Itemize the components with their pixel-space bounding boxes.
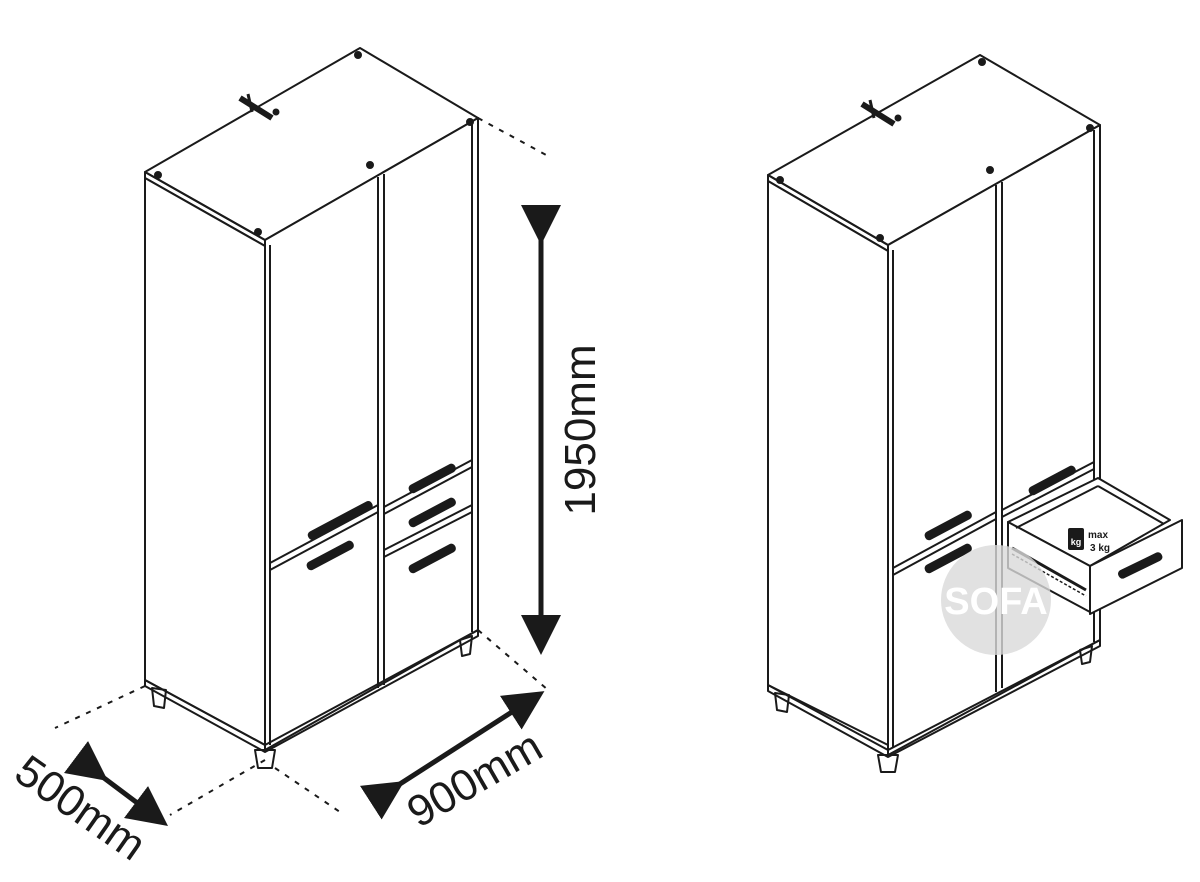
depth-label: 500mm <box>6 746 154 870</box>
handle-icon <box>307 500 373 540</box>
dimension-guides <box>54 117 549 816</box>
leg-right <box>1079 645 1093 665</box>
handles-closed <box>306 463 456 574</box>
handle-icon <box>408 543 456 574</box>
width-label: 900mm <box>399 722 551 838</box>
max-load-label: max <box>1088 530 1108 541</box>
handle-icon <box>1118 552 1163 579</box>
handle-icon <box>408 497 456 528</box>
leg-left <box>151 687 167 709</box>
leg-front <box>877 754 899 773</box>
height-label: 1950mm <box>556 344 605 515</box>
leg-right <box>459 635 473 657</box>
width-arrow <box>359 691 545 820</box>
anti-tip-bracket-icon <box>238 93 280 121</box>
max-load-value: 3 kg <box>1090 543 1110 554</box>
leg-front <box>254 749 276 769</box>
depth-arrow <box>64 741 168 826</box>
anti-tip-bracket-icon <box>860 99 902 127</box>
handle-icon <box>1028 465 1076 496</box>
base-plinth <box>767 639 1101 758</box>
side-panel <box>144 177 266 746</box>
handle-icon <box>306 540 354 571</box>
handle-icon <box>924 510 972 541</box>
wardrobe-open <box>767 54 1101 773</box>
handles-open <box>924 465 1163 579</box>
weight-unit: kg <box>1071 537 1082 547</box>
handle-icon <box>924 543 972 574</box>
drawer-split-2 <box>383 504 473 551</box>
wardrobe-closed <box>144 47 479 769</box>
left-door-split <box>892 511 997 569</box>
leg-left <box>774 692 790 713</box>
handle-icon <box>408 463 456 494</box>
side-panel <box>767 180 889 746</box>
sofa-watermark-logo: SOFA <box>941 545 1051 655</box>
watermark-text: SOFA <box>944 581 1047 623</box>
weight-icon: kg <box>1068 528 1084 550</box>
